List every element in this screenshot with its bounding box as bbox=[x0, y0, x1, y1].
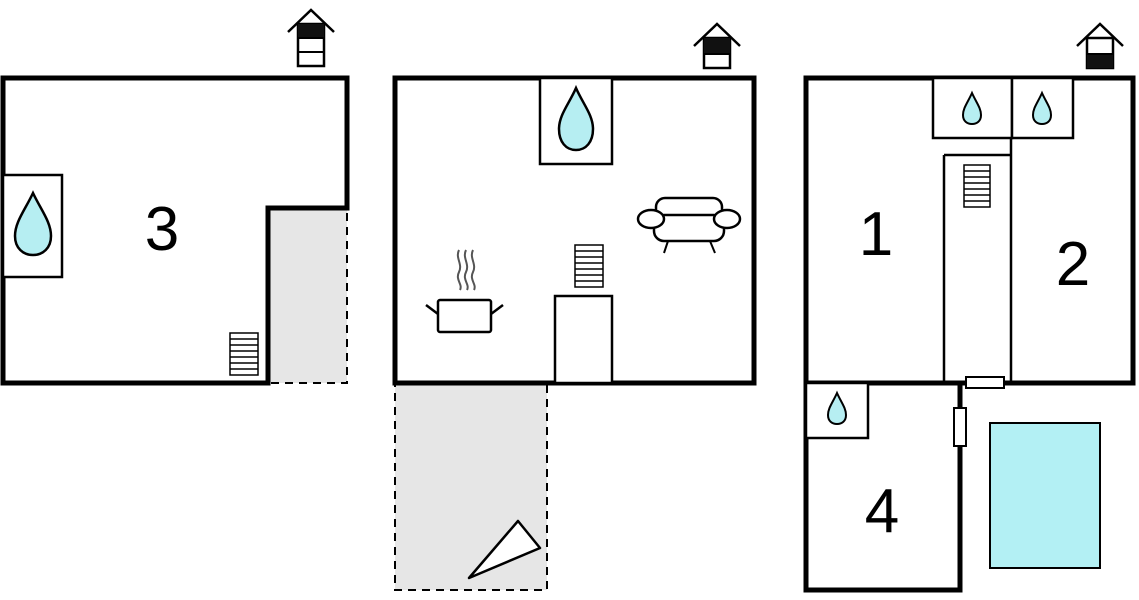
stairwell bbox=[553, 294, 614, 385]
room-number-1: 1 bbox=[859, 200, 893, 269]
terrace bbox=[394, 382, 548, 591]
left-floor: 3 bbox=[0, 8, 350, 386]
stairs-icon bbox=[574, 244, 604, 288]
room-number-2: 2 bbox=[1056, 230, 1090, 299]
middle-floor bbox=[392, 22, 757, 591]
house-level-icon bbox=[287, 8, 335, 68]
door-icon bbox=[953, 407, 967, 447]
room-number-4: 4 bbox=[865, 477, 899, 546]
water-drop-icon bbox=[13, 190, 53, 257]
water-drop-icon bbox=[961, 90, 983, 126]
room-4-walls bbox=[803, 383, 963, 593]
sofa-icon bbox=[636, 196, 742, 254]
door-icon bbox=[965, 376, 1005, 389]
water-drop-icon bbox=[557, 84, 595, 152]
house-level-icon bbox=[1076, 22, 1124, 70]
compass-arrow-icon bbox=[467, 519, 542, 580]
house-level-icon bbox=[693, 22, 741, 70]
water-drop-icon bbox=[826, 390, 848, 426]
room-3-walls bbox=[0, 75, 350, 386]
cooking-pot-icon bbox=[425, 249, 504, 334]
swimming-pool bbox=[989, 422, 1101, 569]
water-drop-icon bbox=[1031, 90, 1053, 126]
stairs-icon bbox=[229, 332, 259, 376]
room-number-3: 3 bbox=[145, 195, 179, 264]
stairs-icon bbox=[963, 164, 991, 208]
terrace bbox=[267, 207, 348, 384]
right-floor: 1 2 4 bbox=[803, 22, 1136, 593]
